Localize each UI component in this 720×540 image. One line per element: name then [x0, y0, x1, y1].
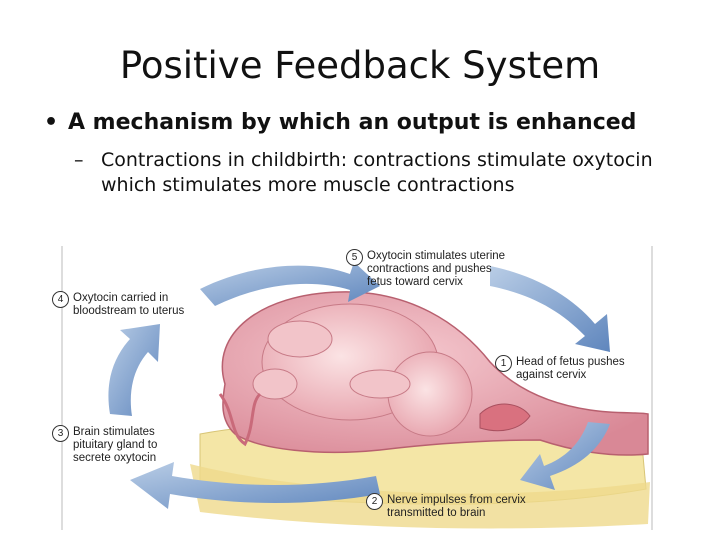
bullet-marker: •: [44, 110, 59, 135]
step-4-number: 4: [52, 291, 69, 308]
main-bullet-text: A mechanism by which an output is enhanc…: [68, 110, 637, 135]
step-3-label: Brain stimulates pituitary gland to secr…: [73, 426, 158, 464]
slide-title: Positive Feedback System: [119, 44, 601, 87]
arrow-bottom: [130, 462, 380, 509]
step-4: 4 Oxytocin carried in bloodstream to ute…: [52, 291, 202, 318]
step-5-number: 5: [346, 249, 363, 266]
step-3-number: 3: [52, 425, 69, 442]
fetus-foot: [252, 368, 298, 400]
sub-bullet: – Contractions in childbirth: contractio…: [74, 148, 694, 198]
cervix: [479, 403, 531, 432]
step-5-label: Oxytocin stimulates uterine contractions…: [367, 250, 506, 288]
step-1-label: Head of fetus pushes against cervix: [516, 356, 625, 381]
arrow-lower-right: [520, 422, 610, 490]
sub-bullet-text: Contractions in childbirth: contractions…: [101, 149, 653, 196]
childbirth-feedback-diagram: 4 Oxytocin carried in bloodstream to ute…: [50, 244, 654, 532]
step-2-label: Nerve impulses from cervix transmitted t…: [387, 494, 526, 519]
step-3: 3 Brain stimulates pituitary gland to se…: [52, 425, 182, 465]
step-4-label: Oxytocin carried in bloodstream to uteru…: [73, 292, 185, 317]
diagram-illustration: [61, 246, 653, 530]
pelvic-tissue-lower: [190, 464, 650, 529]
tissue-folds: [218, 392, 262, 447]
fetus-arm: [349, 369, 411, 399]
step-1-number: 1: [495, 355, 512, 372]
arrow-right: [490, 266, 610, 352]
fetus-leg: [267, 320, 333, 358]
main-bullet: • A mechanism by which an output is enhan…: [44, 110, 636, 135]
step-2-number: 2: [366, 493, 383, 510]
step-5: 5 Oxytocin stimulates uterine contractio…: [346, 249, 516, 289]
step-1: 1 Head of fetus pushes against cervix: [495, 355, 645, 382]
arrow-left: [108, 324, 160, 416]
step-2: 2 Nerve impulses from cervix transmitted…: [366, 493, 546, 520]
arrow-top: [200, 262, 380, 306]
sub-bullet-marker: –: [74, 149, 84, 171]
